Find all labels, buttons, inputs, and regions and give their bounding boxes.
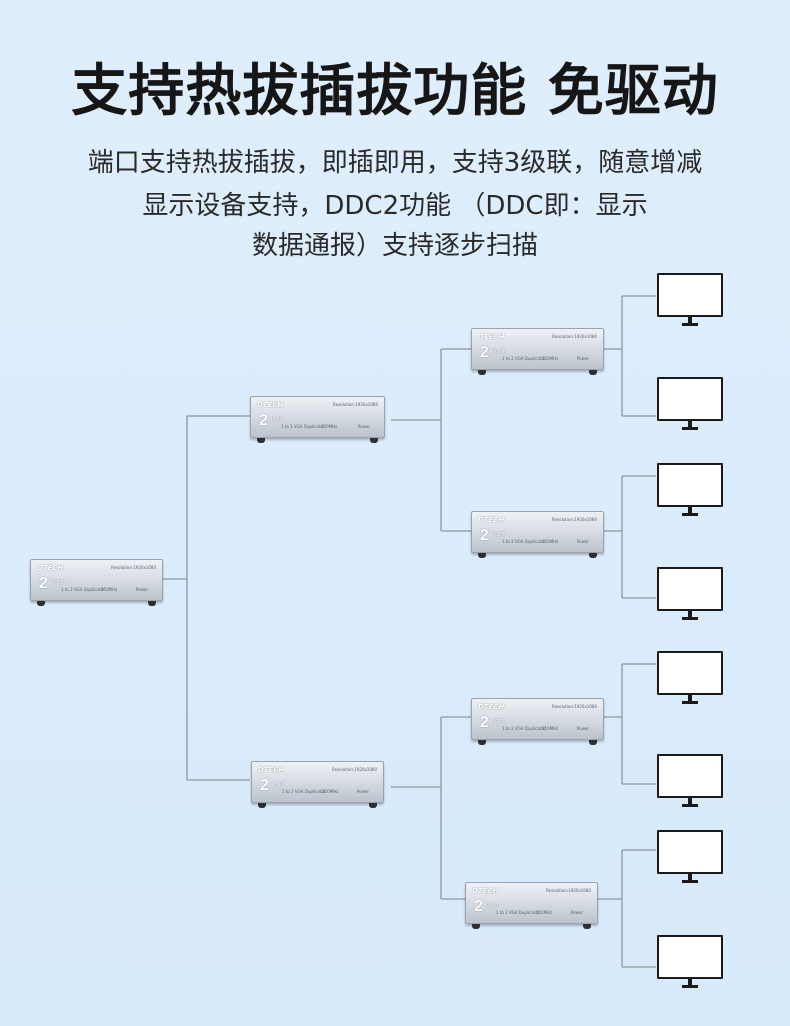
splitter-tier3-d: DTECH 2 PORT Resolution:1920x1080 1 to 2… bbox=[465, 882, 598, 929]
wire-root-to-tier2 bbox=[162, 415, 250, 781]
resolution-label: Resolution:1920x1080 bbox=[332, 767, 377, 772]
wire-tier3a-to-monitors bbox=[603, 295, 656, 417]
resolution-label: Resolution:1920x1080 bbox=[111, 565, 156, 570]
brand-logo: DTECH bbox=[478, 516, 505, 524]
device-foot bbox=[370, 438, 378, 443]
port-word: PORT bbox=[492, 349, 506, 355]
resolution-label: Resolution:1920x1080 bbox=[333, 402, 378, 407]
device-foot bbox=[369, 803, 377, 808]
description-label: 1 to 2 VGA Duplicator bbox=[282, 789, 326, 794]
device-foot bbox=[478, 553, 486, 558]
monitor-icon bbox=[657, 463, 723, 523]
port-word: PORT bbox=[51, 580, 65, 586]
bandwidth-label: 250MHz bbox=[542, 726, 559, 731]
device-foot bbox=[148, 601, 156, 606]
device-foot bbox=[258, 803, 266, 808]
wire-tier3d-to-monitors bbox=[597, 849, 656, 968]
resolution-label: Resolution:1920x1080 bbox=[552, 704, 597, 709]
device-foot bbox=[583, 924, 591, 929]
monitor-icon bbox=[657, 651, 723, 711]
splitter-tier1: DTECH 2 PORT Resolution:1920x1080 1 to 2… bbox=[30, 559, 163, 606]
port-word: PORT bbox=[492, 532, 506, 538]
bandwidth-label: 250MHz bbox=[542, 539, 559, 544]
headline: 支持热拔插拔功能 免驱动 bbox=[71, 59, 719, 124]
brand-logo: DTECH bbox=[478, 333, 505, 341]
brand-logo: DTECH bbox=[258, 766, 285, 774]
description-label: 1 to 2 VGA Duplicator bbox=[502, 356, 546, 361]
device-foot bbox=[589, 740, 597, 745]
power-label: Power bbox=[135, 587, 148, 592]
port-count: 2 bbox=[474, 898, 483, 915]
power-label: Power bbox=[356, 789, 369, 794]
bandwidth-label: 250MHz bbox=[101, 587, 118, 592]
power-label: Power bbox=[576, 726, 589, 731]
description-label: 1 to 2 VGA Duplicator bbox=[502, 539, 546, 544]
wire-tier2a-to-tier3 bbox=[391, 348, 471, 532]
monitor-icon bbox=[657, 935, 723, 995]
port-word: PORT bbox=[271, 417, 285, 423]
monitor-icon bbox=[657, 567, 723, 627]
port-word: PORT bbox=[492, 719, 506, 725]
resolution-label: Resolution:1920x1080 bbox=[546, 888, 591, 893]
subtitle-line-2: 显示设备支持，DDC2功能 （DDC即：显示 bbox=[142, 191, 648, 221]
bandwidth-label: 250MHz bbox=[321, 424, 338, 429]
description-label: 1 to 2 VGA Duplicator bbox=[496, 910, 540, 915]
device-foot bbox=[257, 438, 265, 443]
bandwidth-label: 250MHz bbox=[536, 910, 553, 915]
resolution-label: Resolution:1920x1080 bbox=[552, 334, 597, 339]
splitter-tier2-bottom: DTECH 2 PORT Resolution:1920x1080 1 to 2… bbox=[251, 761, 384, 808]
power-label: Power bbox=[576, 356, 589, 361]
bandwidth-label: 250MHz bbox=[322, 789, 339, 794]
brand-logo: DTECH bbox=[37, 564, 64, 572]
splitter-tier3-a: DTECH 2 PORT Resolution:1920x1080 1 to 2… bbox=[471, 328, 604, 375]
description-label: 1 to 2 VGA Duplicator bbox=[281, 424, 325, 429]
monitor-icon bbox=[657, 273, 723, 333]
wire-tier2b-to-tier3 bbox=[391, 716, 471, 900]
power-label: Power bbox=[357, 424, 370, 429]
device-foot bbox=[589, 553, 597, 558]
monitor-icon bbox=[657, 830, 723, 890]
subtitle-line-3: 数据通报）支持逐步扫描 bbox=[251, 231, 538, 261]
device-foot bbox=[589, 370, 597, 375]
brand-logo: DTECH bbox=[257, 401, 284, 409]
port-word: PORT bbox=[486, 903, 500, 909]
description-label: 1 to 2 VGA Duplicator bbox=[61, 587, 105, 592]
port-count: 2 bbox=[39, 575, 48, 592]
splitter-tier3-c: DTECH 2 PORT Resolution:1920x1080 1 to 2… bbox=[471, 698, 604, 745]
splitter-tier2-top: DTECH 2 PORT Resolution:1920x1080 1 to 2… bbox=[250, 396, 385, 443]
port-word: PORT bbox=[272, 782, 286, 788]
monitor-icon bbox=[657, 754, 723, 814]
monitor-icon bbox=[657, 377, 723, 437]
port-count: 2 bbox=[480, 527, 489, 544]
wire-tier3c-to-monitors bbox=[603, 663, 656, 785]
port-count: 2 bbox=[480, 344, 489, 361]
subtitle-line-1: 端口支持热拔插拔，即插即用，支持3级联，随意增减 bbox=[87, 148, 703, 178]
brand-logo: DTECH bbox=[472, 887, 499, 895]
port-count: 2 bbox=[259, 412, 268, 429]
brand-logo: DTECH bbox=[478, 703, 505, 711]
device-foot bbox=[37, 601, 45, 606]
description-label: 1 to 2 VGA Duplicator bbox=[502, 726, 546, 731]
port-count: 2 bbox=[260, 777, 269, 794]
port-count: 2 bbox=[480, 714, 489, 731]
device-foot bbox=[478, 740, 486, 745]
wire-tier3b-to-monitors bbox=[603, 475, 656, 599]
device-foot bbox=[472, 924, 480, 929]
bandwidth-label: 250MHz bbox=[542, 356, 559, 361]
power-label: Power bbox=[570, 910, 583, 915]
resolution-label: Resolution:1920x1080 bbox=[552, 517, 597, 522]
device-foot bbox=[478, 370, 486, 375]
splitter-tier3-b: DTECH 2 PORT Resolution:1920x1080 1 to 2… bbox=[471, 511, 604, 558]
power-label: Power bbox=[576, 539, 589, 544]
